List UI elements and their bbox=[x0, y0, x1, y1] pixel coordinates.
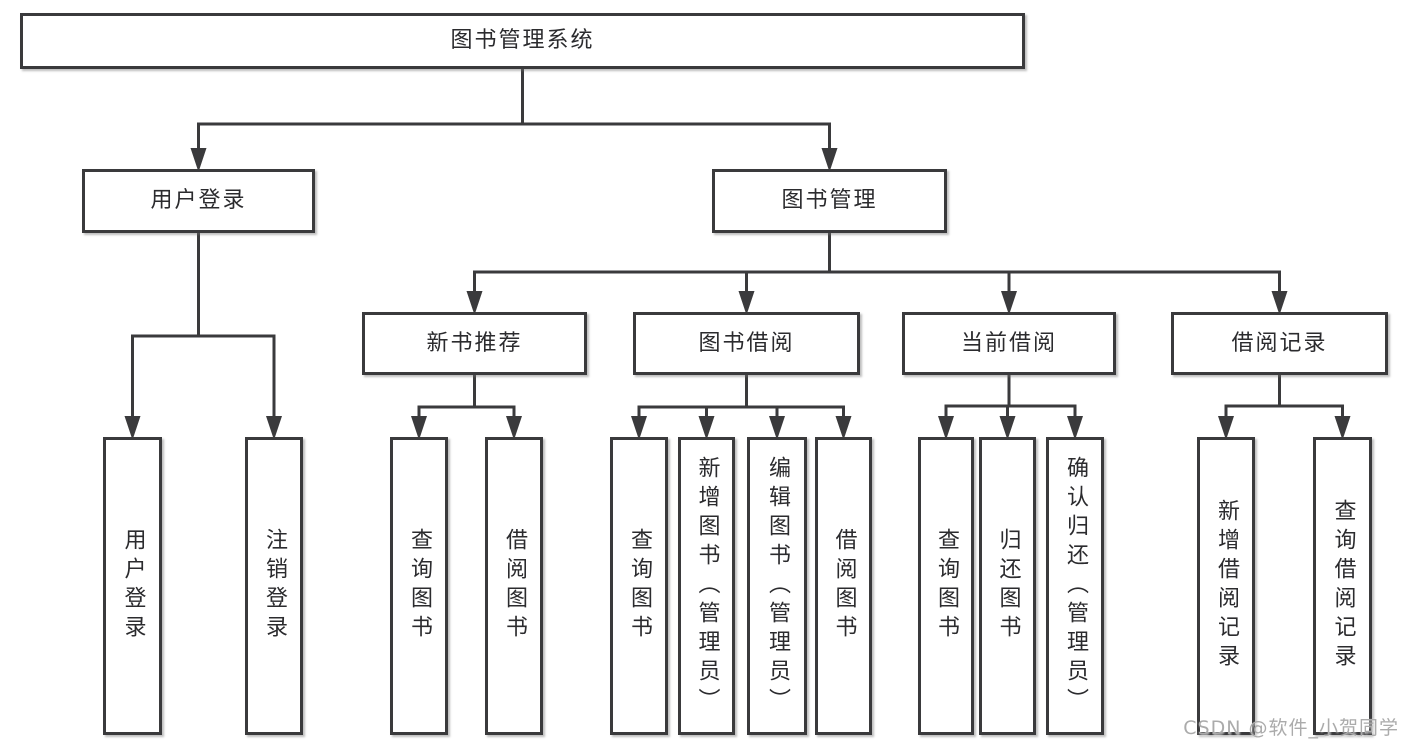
node-leaf-user-login: 用户登录 bbox=[103, 437, 162, 735]
node-label: 编辑图书（管理员） bbox=[765, 455, 790, 717]
arrowhead bbox=[769, 416, 785, 440]
arrowhead bbox=[266, 416, 282, 440]
arrowhead bbox=[999, 416, 1016, 440]
node-leaf-query-book-3: 查询图书 bbox=[918, 437, 974, 735]
node-leaf-query-record: 查询借阅记录 bbox=[1313, 437, 1372, 735]
node-leaf-confirm-return: 确认归还（管理员） bbox=[1046, 437, 1104, 735]
node-root: 图书管理系统 bbox=[20, 13, 1025, 69]
node-label: 图书借阅 bbox=[698, 330, 795, 356]
watermark: CSDN @软件_小贺同学 bbox=[1183, 717, 1399, 739]
arrowhead bbox=[466, 291, 483, 315]
node-leaf-logout: 注销登录 bbox=[245, 437, 303, 735]
arrowhead bbox=[506, 416, 522, 440]
arrowhead bbox=[698, 416, 715, 440]
node-current-borrow: 当前借阅 bbox=[902, 312, 1116, 375]
arrowhead bbox=[631, 416, 647, 440]
arrowhead bbox=[1001, 291, 1017, 315]
arrowhead bbox=[124, 416, 141, 440]
node-new-book-rec: 新书推荐 bbox=[362, 312, 587, 375]
node-label: 查询借阅记录 bbox=[1330, 499, 1356, 673]
arrowhead bbox=[938, 416, 954, 440]
arrowhead bbox=[190, 148, 207, 172]
arrowhead bbox=[1218, 416, 1234, 440]
arrowhead bbox=[1334, 416, 1351, 440]
node-label: 借阅记录 bbox=[1231, 330, 1328, 356]
node-label: 查询图书 bbox=[407, 528, 432, 644]
node-leaf-add-book: 新增图书（管理员） bbox=[678, 437, 735, 735]
node-label: 用户登录 bbox=[120, 528, 146, 644]
node-label: 借阅图书 bbox=[831, 528, 857, 644]
node-label: 查询图书 bbox=[934, 528, 959, 644]
node-label: 查询图书 bbox=[627, 528, 652, 644]
arrowhead bbox=[821, 148, 838, 172]
node-leaf-query-book-2: 查询图书 bbox=[610, 437, 668, 735]
node-label: 注销登录 bbox=[262, 528, 287, 644]
arrowhead bbox=[738, 291, 755, 315]
node-label: 当前借阅 bbox=[960, 330, 1057, 356]
node-book-borrow: 图书借阅 bbox=[633, 312, 860, 375]
arrowhead bbox=[835, 416, 852, 440]
node-book-mgmt: 图书管理 bbox=[712, 169, 947, 233]
node-leaf-borrow-book-1: 借阅图书 bbox=[485, 437, 543, 735]
arrowhead bbox=[1067, 416, 1083, 440]
node-label: 归还图书 bbox=[995, 528, 1021, 644]
node-user-login: 用户登录 bbox=[82, 169, 315, 233]
node-label: 确认归还（管理员） bbox=[1063, 455, 1088, 717]
node-label: 新增图书（管理员） bbox=[694, 455, 720, 717]
node-leaf-borrow-book-2: 借阅图书 bbox=[815, 437, 872, 735]
node-label: 图书管理 bbox=[781, 188, 878, 213]
arrowhead bbox=[1271, 291, 1288, 315]
arrowhead bbox=[411, 416, 427, 440]
node-label: 图书管理系统 bbox=[450, 28, 595, 53]
node-leaf-return-book: 归还图书 bbox=[979, 437, 1036, 735]
node-borrow-records: 借阅记录 bbox=[1171, 312, 1388, 375]
node-leaf-query-book-1: 查询图书 bbox=[390, 437, 448, 735]
node-label: 用户登录 bbox=[150, 188, 247, 213]
node-label: 新书推荐 bbox=[426, 330, 523, 356]
node-leaf-edit-book: 编辑图书（管理员） bbox=[747, 437, 807, 735]
node-label: 借阅图书 bbox=[502, 528, 527, 644]
node-leaf-add-record: 新增借阅记录 bbox=[1197, 437, 1255, 735]
node-label: 新增借阅记录 bbox=[1214, 499, 1239, 673]
